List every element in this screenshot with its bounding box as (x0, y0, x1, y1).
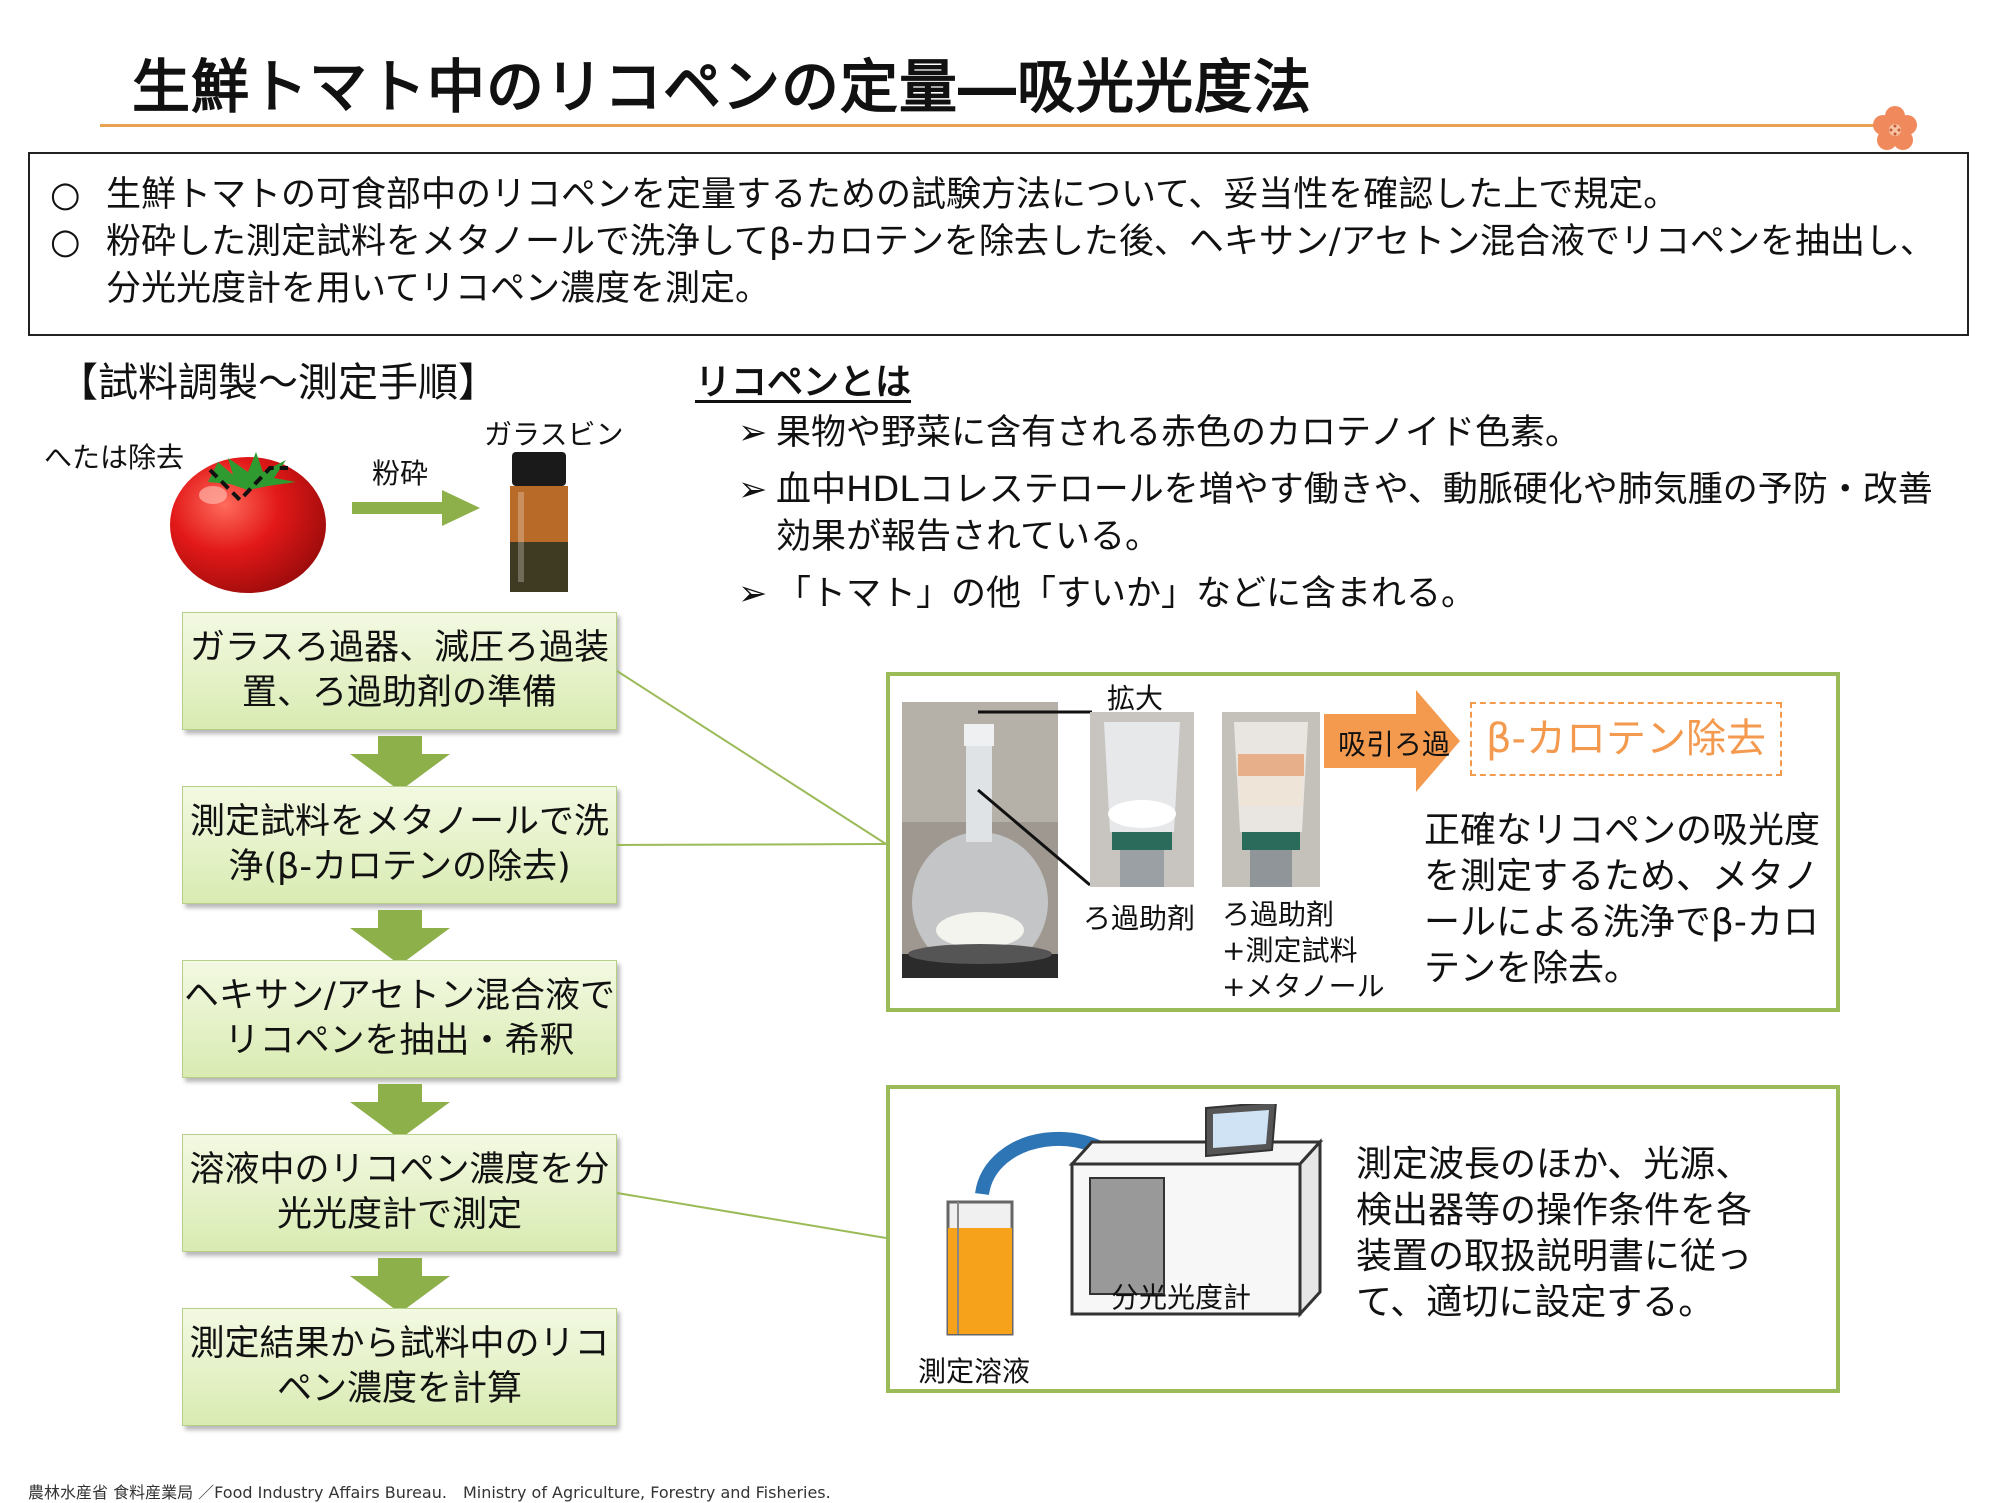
tomato-icon (170, 452, 326, 593)
summary-box: ○ 生鮮トマトの可食部中のリコペンを定量するための試験方法について、妥当性を確認… (28, 152, 1969, 336)
list-item-text: 血中HDLコレステロールを増やす働きや、動脈硬化や肺気腫の予防・改善効果が報告さ… (776, 470, 1933, 557)
measurement-solution-label: 測定溶液 (918, 1355, 1031, 1388)
step-calculate: 測定結果から試料中のリコペン濃度を計算 (182, 1308, 617, 1426)
step-measure: 溶液中のリコペン濃度を分光光度計で測定 (182, 1134, 617, 1252)
summary-item: ○ 生鮮トマトの可食部中のリコペンを定量するための試験方法について、妥当性を確認… (50, 172, 1967, 219)
bottle-icon (510, 452, 568, 592)
bottle-label: ガラスビン (484, 418, 624, 451)
list-item: ➢ 果物や野菜に含有される赤色のカロテノイド色素。 (738, 410, 1938, 457)
funnel-photo (902, 702, 1058, 978)
zoom-pointer-lines (977, 710, 1092, 887)
page-title: 生鮮トマト中のリコペンの定量―吸光光度法 (132, 53, 1313, 121)
list-item-text: 果物や野菜に含有される赤色のカロテノイド色素。 (776, 413, 1580, 453)
lycopene-heading: リコペンとは (695, 362, 912, 403)
step-wash: 測定試料をメタノールで洗浄(β-カロテンの除去) (182, 786, 617, 904)
title-rule (100, 124, 1900, 127)
spectrophotometer-icon (975, 1104, 1324, 1318)
filter-aid-sample-photo (1222, 712, 1320, 887)
down-arrow-icon (350, 1084, 450, 1139)
flower-icon (1873, 106, 1917, 150)
spectro-description: 測定波長のほか、光源、検出器等の操作条件を各装置の取扱説明書に従って、適切に設定… (1356, 1144, 1753, 1323)
cuvette-icon (946, 1200, 1014, 1336)
lycopene-list: ➢ 果物や野菜に含有される赤色のカロテノイド色素。 ➢ 血中HDLコレステロール… (738, 410, 1938, 628)
down-arrow-icon (350, 736, 450, 791)
summary-text: 粉砕した測定試料をメタノールで洗浄してβ-カロテンを除去した後、ヘキサン/アセト… (106, 222, 1935, 309)
grind-label: 粉砕 (372, 457, 429, 490)
down-arrow-icon (350, 1258, 450, 1313)
summary-text: 生鮮トマトの可食部中のリコペンを定量するための試験方法について、妥当性を確認した… (106, 175, 1679, 215)
arrow-bullet-icon: ➢ (738, 470, 768, 510)
arrow-bullet-icon: ➢ (738, 413, 768, 453)
filter-aid-sample-label: ろ過助剤 +測定試料 +メタノール (1222, 898, 1385, 1003)
spectrophotometer-label: 分光光度計 (1111, 1281, 1252, 1314)
step-extract: ヘキサン/アセトン混合液でリコペンを抽出・希釈 (182, 960, 617, 1078)
procedure-heading: 【試料調製～測定手順】 (58, 360, 498, 406)
suction-arrow-icon (1324, 690, 1460, 792)
list-item: ➢ 血中HDLコレステロールを増やす働きや、動脈硬化や肺気腫の予防・改善効果が報… (738, 467, 1946, 561)
step-prepare: ガラスろ過器、減圧ろ過装置、ろ過助剤の準備 (182, 612, 617, 730)
filter-aid-photo (1090, 712, 1194, 887)
right-arrow-icon (352, 490, 480, 526)
list-item-text: 「トマト」の他「すいか」などに含まれる。 (776, 574, 1477, 614)
filter-aid-label: ろ過助剤 (1083, 902, 1196, 935)
summary-item: ○ 粉砕した測定試料をメタノールで洗浄してβ-カロテンを除去した後、ヘキサン/ア… (50, 219, 1967, 313)
arrow-bullet-icon: ➢ (738, 574, 768, 614)
footer: 農林水産省 食料産業局 ／Food Industry Affairs Burea… (28, 1483, 831, 1502)
filtration-description: 正確なリコペンの吸光度を測定するため、メタノールによる洗浄でβ-カロテンを除去。 (1424, 810, 1821, 989)
zoom-label: 拡大 (1107, 682, 1164, 715)
circle-bullet-icon: ○ (50, 175, 81, 215)
down-arrow-icon (350, 910, 450, 965)
list-item: ➢ 「トマト」の他「すいか」などに含まれる。 (738, 571, 1938, 618)
suction-label: 吸引ろ過 (1338, 728, 1451, 761)
circle-bullet-icon: ○ (50, 222, 81, 262)
tomato-label: へたは除去 (44, 441, 185, 474)
beta-carotene-removed-label: β-カロテン除去 (1470, 702, 1782, 776)
